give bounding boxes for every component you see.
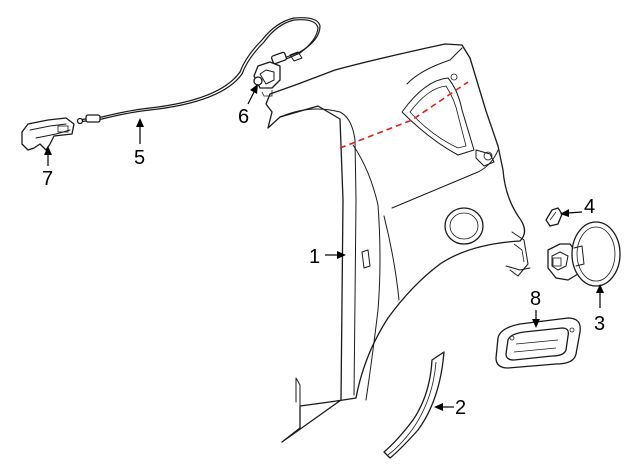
callout-7: 7 xyxy=(42,168,53,190)
callout-7-leader xyxy=(44,146,52,166)
callout-2-leader xyxy=(434,403,454,411)
callout-8: 8 xyxy=(530,288,541,310)
callout-3-leader xyxy=(596,284,604,308)
fuel-door-bumper[interactable] xyxy=(545,207,563,227)
callout-5: 5 xyxy=(134,147,145,169)
cut-line xyxy=(339,81,469,149)
callout-6-leader xyxy=(247,84,258,105)
callout-6: 6 xyxy=(238,106,249,128)
fuel-door[interactable] xyxy=(547,221,621,287)
callout-3: 3 xyxy=(594,313,605,335)
wheel-arch-molding[interactable] xyxy=(383,351,445,459)
fuel-door-actuator[interactable] xyxy=(253,61,281,97)
callout-5-leader xyxy=(136,118,144,144)
callout-4: 4 xyxy=(584,196,595,218)
quarter-panel[interactable] xyxy=(265,43,531,443)
callout-1: 1 xyxy=(309,246,320,268)
release-handle[interactable] xyxy=(21,117,75,151)
callout-4-leader xyxy=(560,209,583,217)
callout-2: 2 xyxy=(455,397,466,419)
callout-1-leader xyxy=(325,251,346,259)
callout-8-leader xyxy=(532,310,540,328)
release-cable[interactable] xyxy=(76,17,321,125)
fuel-filler-housing[interactable] xyxy=(495,317,581,369)
